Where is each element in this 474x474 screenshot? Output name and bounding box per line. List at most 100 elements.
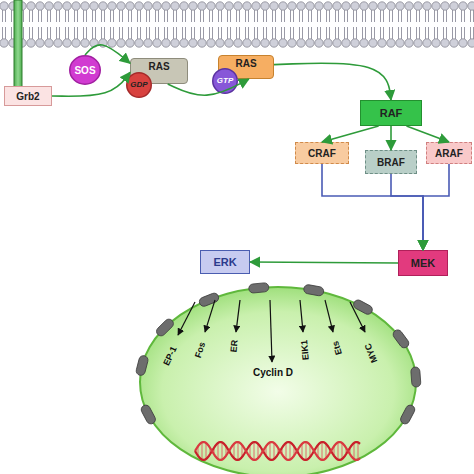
lipid-head: [171, 2, 179, 10]
lipid-tail: [272, 10, 273, 22]
lipid-tail: [299, 27, 300, 39]
nucleotide-circle: GTP: [212, 68, 238, 94]
nuclear-pore: [198, 292, 220, 308]
lipid-tail: [194, 27, 195, 39]
lipid-tail: [140, 10, 141, 22]
lipid-head: [351, 39, 359, 47]
lipid-tail: [425, 10, 426, 22]
lipid-tail: [239, 27, 240, 39]
lipid-tail: [74, 27, 75, 39]
lipid-tail: [29, 10, 30, 22]
lipid-head: [243, 39, 251, 47]
lipid-tail: [353, 27, 354, 39]
lipid-head: [333, 2, 341, 10]
cell-membrane: [0, 2, 474, 47]
nuclear-pore: [248, 282, 269, 293]
lipid-tail: [266, 27, 267, 39]
lipid-head: [468, 2, 474, 10]
lipid-head: [144, 2, 152, 10]
lipid-tail: [272, 27, 273, 39]
lipid-head: [144, 39, 152, 47]
lipid-tail: [137, 10, 138, 22]
lipid-tail: [443, 10, 444, 22]
lipid-head: [414, 2, 422, 10]
lipid-tail: [380, 27, 381, 39]
lipid-tail: [461, 27, 462, 39]
lipid-tail: [356, 10, 357, 22]
lipid-tail: [428, 27, 429, 39]
lipid-tail: [338, 10, 339, 22]
dna-rung: [270, 442, 271, 459]
lipid-tail: [425, 27, 426, 39]
lipid-tail: [236, 10, 237, 22]
lipid-head: [261, 39, 269, 47]
lipid-head: [72, 39, 80, 47]
lipid-tail: [338, 27, 339, 39]
lipid-tail: [365, 10, 366, 22]
lipid-tail: [380, 10, 381, 22]
lipid-tail: [302, 10, 303, 22]
lipid-tail: [56, 10, 57, 22]
dna-rung: [254, 442, 255, 460]
lipid-tail: [416, 27, 417, 39]
lipid-head: [396, 39, 404, 47]
nuclear-pore: [303, 284, 324, 296]
lipid-tail: [50, 10, 51, 22]
lipid-tail: [374, 10, 375, 22]
lipid-tail: [11, 27, 12, 39]
signal-arrow: [85, 45, 130, 63]
lipid-tail: [59, 27, 60, 39]
lipid-tail: [446, 10, 447, 22]
lipid-head: [99, 2, 107, 10]
lipid-tail: [32, 27, 33, 39]
lipid-head: [225, 2, 233, 10]
lipid-tail: [290, 27, 291, 39]
lipid-tail: [203, 27, 204, 39]
signal-arrow: [391, 174, 423, 250]
lipid-tail: [86, 27, 87, 39]
lipid-head: [387, 2, 395, 10]
lipid-tail: [461, 10, 462, 22]
lipid-tail: [227, 10, 228, 22]
signal-arrow: [274, 63, 391, 100]
lipid-tail: [389, 10, 390, 22]
node-text: Grb2: [16, 91, 39, 102]
lipid-tail: [455, 27, 456, 39]
lipid-tail: [281, 10, 282, 22]
lipid-tail: [23, 10, 24, 22]
lipid-tail: [38, 10, 39, 22]
lipid-tail: [281, 27, 282, 39]
dna-helix: [195, 442, 360, 460]
lipid-tail: [218, 10, 219, 22]
lipid-tail: [74, 10, 75, 22]
lipid-head: [99, 39, 107, 47]
lipid-head: [396, 2, 404, 10]
lipid-tail: [365, 27, 366, 39]
lipid-tail: [293, 27, 294, 39]
lipid-head: [0, 39, 8, 47]
lipid-tail: [59, 10, 60, 22]
lipid-head: [342, 2, 350, 10]
node-text: BRAF: [377, 157, 405, 168]
lipid-tail: [254, 27, 255, 39]
lipid-head: [441, 39, 449, 47]
node-text: ERK: [213, 256, 236, 268]
lipid-head: [432, 39, 440, 47]
node-text: RAS: [148, 61, 169, 72]
lipid-tail: [347, 10, 348, 22]
lipid-tail: [401, 27, 402, 39]
nucleus: [140, 287, 416, 474]
lipid-head: [270, 2, 278, 10]
lipid-head: [270, 39, 278, 47]
lipid-head: [405, 2, 413, 10]
lipid-tail: [122, 27, 123, 39]
lipid-head: [315, 39, 323, 47]
lipid-head: [216, 39, 224, 47]
lipid-head: [108, 2, 116, 10]
lipid-tail: [275, 10, 276, 22]
lipid-tail: [320, 27, 321, 39]
lipid-head: [117, 39, 125, 47]
lipid-tail: [227, 27, 228, 39]
lipid-tail: [392, 27, 393, 39]
lipid-tail: [146, 10, 147, 22]
